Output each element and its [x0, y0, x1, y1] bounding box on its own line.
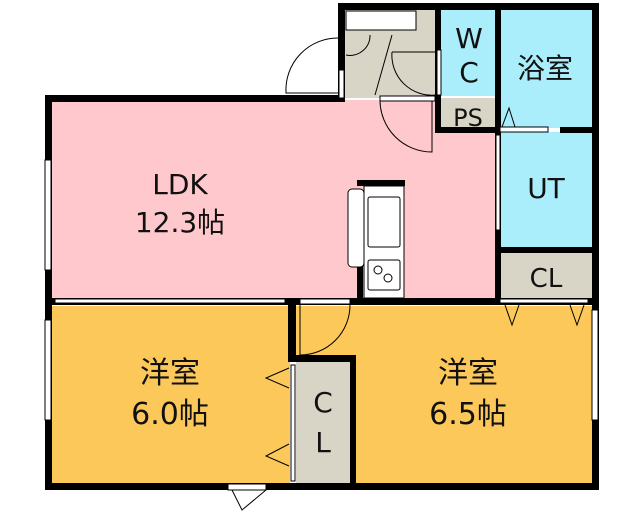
cl-center-door[interactable] — [290, 364, 296, 482]
ldk-name: LDK — [152, 168, 208, 201]
entrance-door-swing[interactable] — [285, 37, 340, 94]
bath-label: 浴室 — [517, 52, 573, 85]
western-right-size: 6.5帖 — [429, 397, 507, 432]
bottom-door-swing — [231, 489, 267, 511]
ut-label: UT — [527, 172, 565, 205]
cl-right-door[interactable] — [499, 298, 589, 304]
room-wc — [440, 8, 497, 96]
ldk-window[interactable] — [44, 159, 52, 271]
ldk-size: 12.3帖 — [135, 206, 225, 239]
wc-label-c: C — [459, 56, 479, 89]
western-left-name: 洋室 — [140, 356, 200, 391]
wc-label-w: W — [455, 22, 483, 55]
cl-center-c: C — [313, 386, 333, 419]
entrance-fixtures — [345, 34, 437, 96]
cl-right-label: CL — [530, 264, 563, 294]
western-left-size: 6.0帖 — [131, 397, 209, 432]
western-right-door-swing[interactable] — [299, 304, 351, 356]
room-ut — [500, 132, 592, 248]
entrance-door-frame[interactable] — [338, 69, 345, 99]
bath-door[interactable] — [499, 126, 549, 133]
stove-icon — [367, 259, 401, 291]
cl-center-overlay — [296, 362, 351, 483]
western-right-name: 洋室 — [438, 356, 498, 391]
shoe-cabinet — [345, 10, 417, 31]
room-western-left — [50, 306, 290, 483]
sink-icon — [367, 196, 401, 248]
western-left-window[interactable] — [44, 319, 52, 421]
ps-label: PS — [453, 104, 483, 132]
wc-door[interactable] — [436, 49, 442, 96]
cl-center-l: L — [315, 426, 331, 459]
room-cl-right — [500, 253, 592, 301]
room-ps — [440, 98, 497, 128]
room-ldk — [50, 100, 498, 302]
ldk-door-frame[interactable] — [379, 95, 436, 102]
cl-right-door-marks — [504, 304, 585, 327]
kitchen — [347, 185, 405, 299]
ut-door[interactable] — [495, 134, 501, 231]
western-right-window[interactable] — [591, 309, 599, 421]
bath-door-mark — [501, 106, 516, 128]
bottom-door-frame[interactable] — [227, 483, 267, 491]
sliding-door[interactable] — [54, 298, 286, 304]
room-bath — [500, 8, 592, 128]
ldk-door-swing[interactable] — [379, 100, 433, 153]
western-right-door-frame[interactable] — [299, 298, 351, 305]
cl-center-door-marks — [264, 367, 290, 467]
